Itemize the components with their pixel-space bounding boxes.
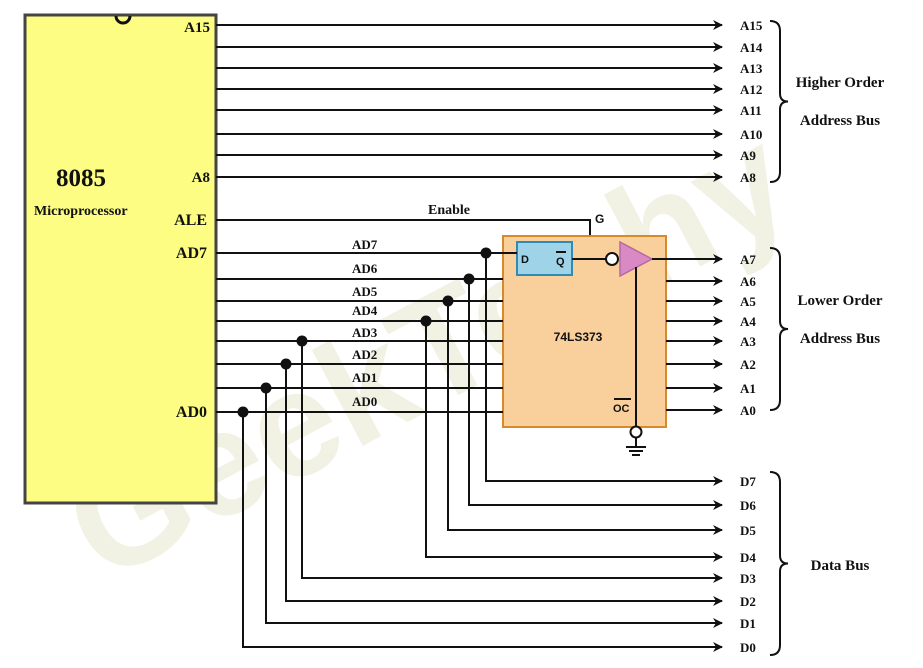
ad-line-label: AD3 (352, 325, 378, 340)
lower-address-label: A3 (740, 334, 756, 349)
data-bus-line (485, 253, 723, 486)
pin-label-ad7: AD7 (176, 245, 207, 262)
ad-line-label: AD4 (352, 303, 378, 318)
ale-enable-line (216, 219, 591, 236)
latch-name: 74LS373 (554, 330, 603, 344)
higher-address-label: A9 (740, 148, 756, 163)
higher-address-label: A13 (740, 61, 763, 76)
oc-bubble (629, 425, 643, 439)
lower-address-label: A4 (740, 314, 756, 329)
pin-label-ad0: AD0 (176, 404, 207, 421)
ad-line-label: AD6 (352, 261, 378, 276)
data-bus-line (285, 364, 723, 606)
higher-group-label-1: Higher Order (796, 75, 885, 91)
higher-address-label: A8 (740, 170, 756, 185)
ff-d-label: D (521, 254, 529, 266)
ad-line-label: AD7 (352, 237, 378, 252)
lower-address-label: A1 (740, 381, 756, 396)
data-bus-line (301, 341, 723, 583)
higher-address-label: A15 (740, 18, 763, 33)
pin-label-a15: A15 (184, 20, 210, 36)
data-bus-label: D0 (740, 640, 756, 655)
ad-line-label: AD2 (352, 347, 377, 362)
data-bus-label: D7 (740, 474, 756, 489)
chip-notch (114, 15, 132, 25)
data-bus-line (468, 279, 723, 510)
data-bus-label: D1 (740, 616, 756, 631)
enable-label: Enable (428, 203, 470, 218)
data-bus-line (242, 412, 723, 652)
ad-line-label: AD0 (352, 394, 377, 409)
data-bus-label: D6 (740, 498, 756, 513)
data-bus-label: D4 (740, 550, 756, 565)
pin-label-ale: ALE (174, 212, 207, 229)
higher-group-label-2: Address Bus (800, 113, 880, 129)
lower-address-label: A2 (740, 357, 756, 372)
lower-address-label: A5 (740, 294, 756, 309)
cpu-title: 8085 (56, 165, 106, 192)
data-bus-label: D2 (740, 594, 756, 609)
higher-address-label: A12 (740, 82, 762, 97)
data-group-label: Data Bus (811, 558, 870, 574)
lower-address-label: A7 (740, 252, 756, 267)
lower-group-label-2: Address Bus (800, 331, 880, 347)
higher-address-label: A11 (740, 103, 762, 118)
lower-address-label: A6 (740, 274, 756, 289)
inverter-bubble (605, 252, 619, 266)
higher-address-label: A14 (740, 40, 763, 55)
ad-line-label: AD1 (352, 370, 377, 385)
higher-address-label: A10 (740, 127, 762, 142)
pin-label-a8: A8 (192, 170, 210, 186)
ad-line-label: AD5 (352, 284, 378, 299)
ff-q-label: Q (556, 256, 565, 268)
oc-label: OC (613, 403, 630, 415)
lower-address-label: A0 (740, 403, 756, 418)
data-bus-line (265, 388, 723, 628)
higher-brace (769, 20, 789, 183)
data-bus-line (425, 321, 723, 562)
cpu-8085-chip (23, 13, 218, 505)
data-bus-label: D3 (740, 571, 756, 586)
data-brace (769, 471, 789, 656)
lower-brace (769, 247, 789, 411)
latch-g-label: G (595, 212, 604, 226)
data-bus-line (447, 301, 723, 535)
cpu-subtitle: Microprocessor (34, 204, 128, 219)
data-bus-label: D5 (740, 523, 756, 538)
lower-group-label-1: Lower Order (797, 293, 882, 309)
